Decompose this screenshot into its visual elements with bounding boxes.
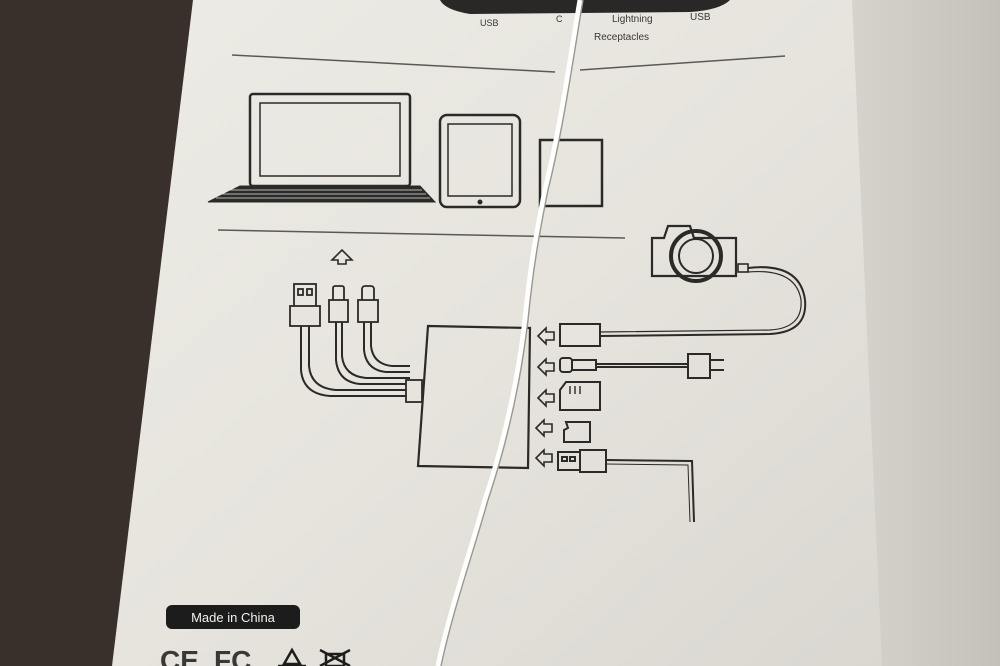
sd-card-icon [559, 381, 601, 411]
label-usb-c: C [556, 14, 563, 24]
fc-mark: FC [214, 645, 251, 666]
up-arrow-icon [330, 248, 354, 265]
right-surface [850, 0, 1000, 666]
divider-top-right [579, 55, 786, 71]
charger-plug-icon [559, 353, 724, 379]
top-product-edge [440, 0, 730, 14]
camera-cable-inner [599, 270, 802, 333]
made-in-china-badge [166, 605, 300, 629]
hub-body [416, 324, 532, 470]
tablet-icon [438, 113, 522, 209]
camera-icon [650, 224, 749, 283]
phone-icon [538, 138, 604, 208]
laptop-icon [207, 92, 437, 203]
label-usb-2: USB [690, 12, 711, 23]
camera-usb-plug-icon [559, 323, 601, 347]
input-cables [300, 322, 410, 397]
divider-middle [217, 229, 626, 239]
micro-sd-card-icon [563, 421, 591, 443]
weee-bin-icon [319, 648, 351, 666]
divider-top-left [231, 54, 556, 73]
usb-output-cable [605, 459, 695, 523]
usb-output-cable-inner [605, 463, 691, 523]
hub-cable-joint [405, 379, 423, 403]
recycle-icon [278, 647, 306, 666]
left-shadow [0, 0, 195, 666]
usb-c-plug-icon [357, 285, 379, 323]
lightning-plug-icon [328, 285, 349, 323]
camera-cable [599, 266, 807, 337]
label-usb: USB [480, 18, 499, 28]
ce-mark: CE [160, 645, 199, 666]
label-lightning: Lightning [612, 14, 653, 25]
left-arrow-icons [534, 326, 555, 468]
paper-tear [435, 0, 583, 666]
paper-card [112, 0, 882, 666]
made-in-china-text: Made in China [191, 610, 276, 625]
label-receptacles: Receptacles [594, 32, 649, 43]
paper-tear-shadow [440, 0, 584, 666]
usb-a-plug-icon [289, 283, 321, 327]
